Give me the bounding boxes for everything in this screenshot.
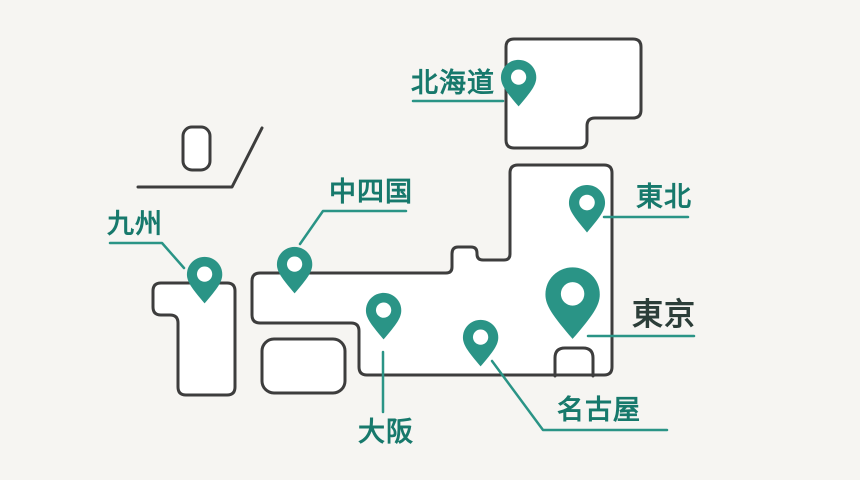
region-label-nagoya: 名古屋 <box>557 395 641 426</box>
leader-kyushu <box>108 241 186 270</box>
region-label-chushikoku: 中四国 <box>329 177 413 208</box>
island-sado <box>181 125 212 172</box>
island-kyushu <box>151 281 237 397</box>
region-label-tokyo: 東京 <box>632 297 696 333</box>
leader-chushikoku <box>298 209 408 246</box>
island-honshu <box>250 163 614 377</box>
island-hokkaido <box>504 37 643 150</box>
region-label-osaka: 大阪 <box>358 417 414 448</box>
coastline-accent <box>136 126 264 189</box>
region-label-hokkaido: 北海道 <box>411 68 495 99</box>
region-label-tohoku: 東北 <box>636 182 692 213</box>
bay-notch <box>553 346 595 378</box>
island-shikoku <box>260 337 347 395</box>
island-group <box>136 37 643 397</box>
leader-lines <box>108 99 696 432</box>
region-label-kyushu: 九州 <box>107 209 163 240</box>
leader-nagoya <box>490 359 669 432</box>
